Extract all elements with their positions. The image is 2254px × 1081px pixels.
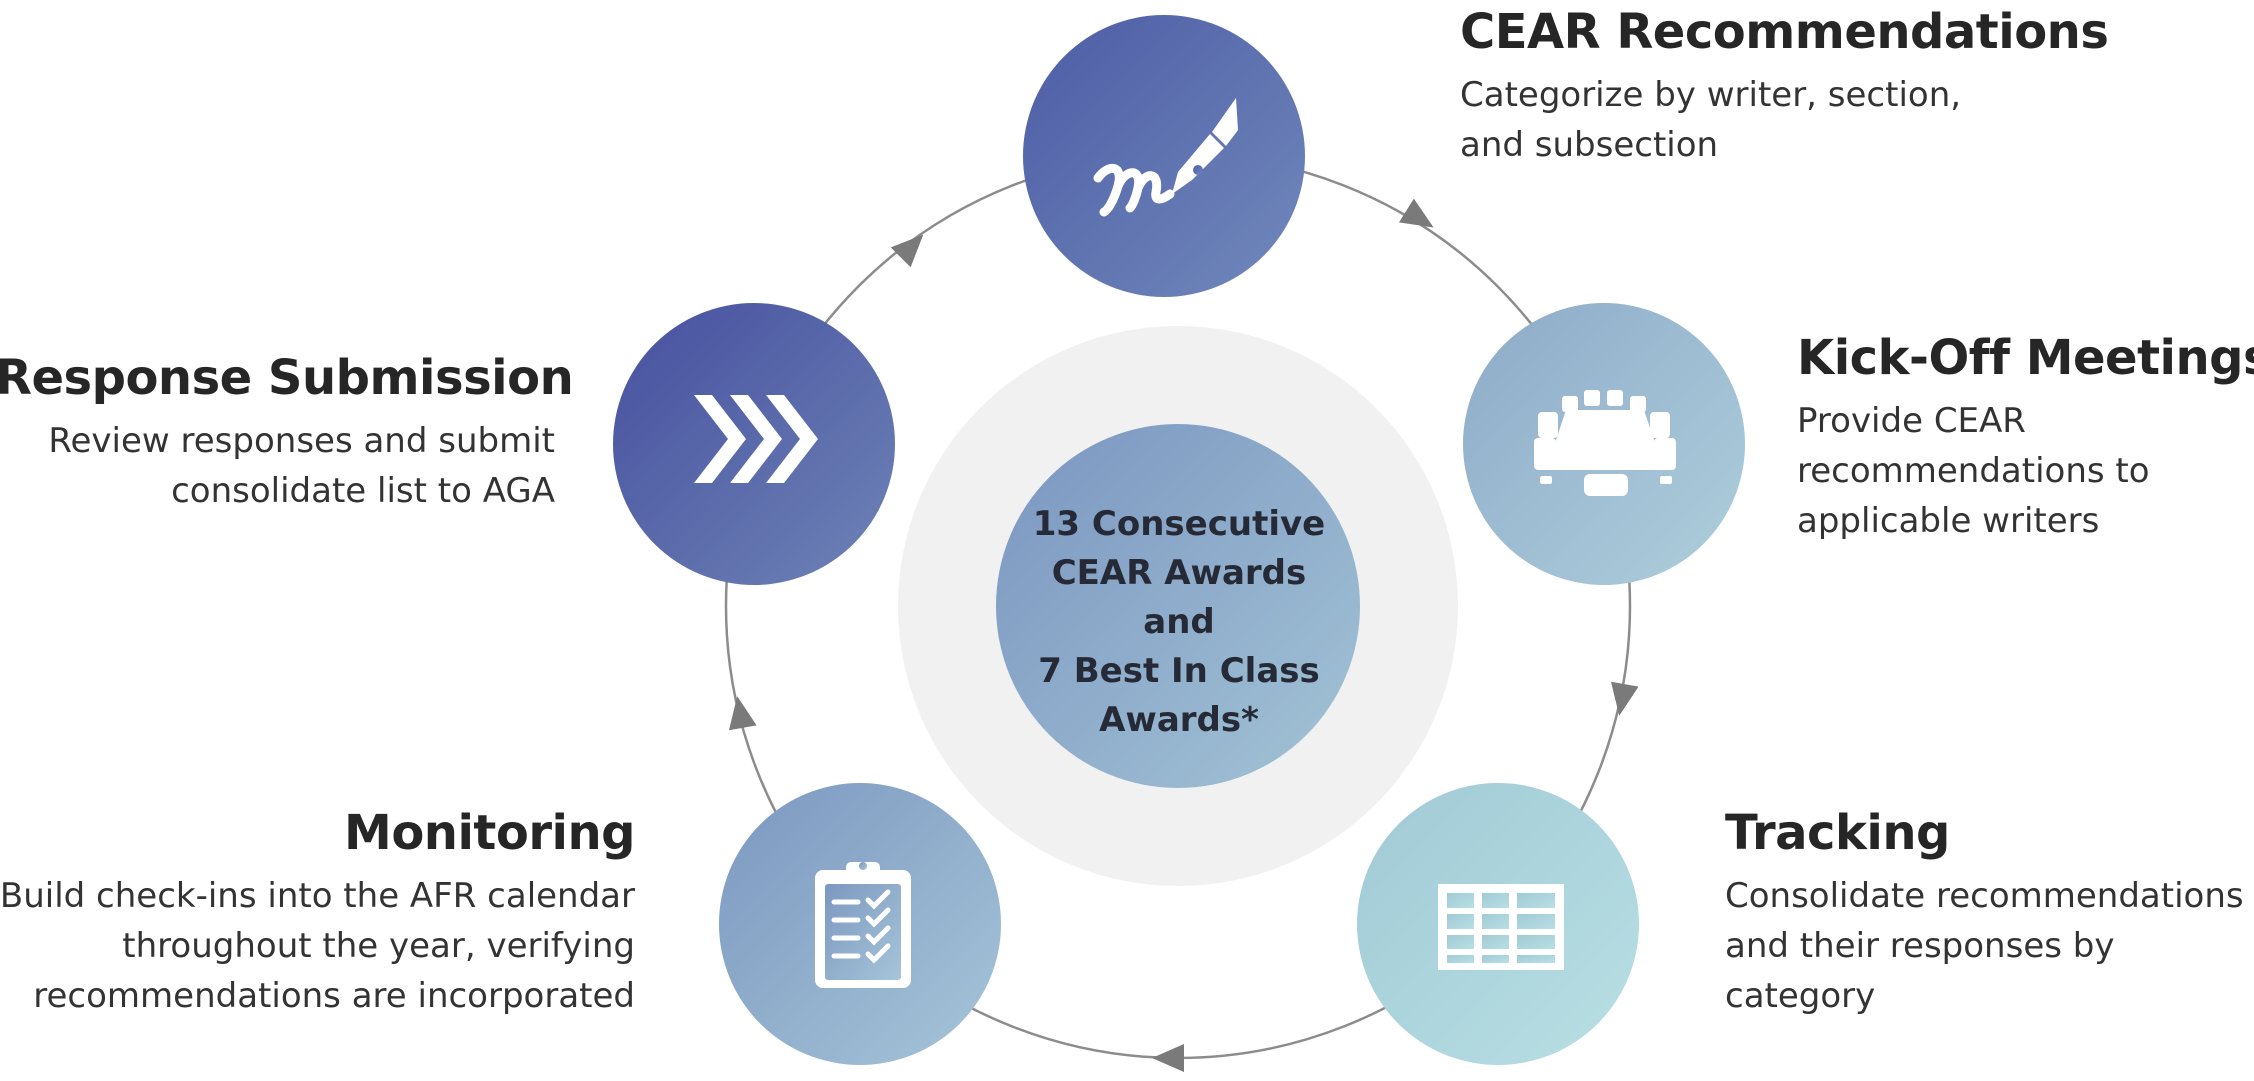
- step-node-monitoring: [719, 783, 1001, 1065]
- cycle-arrow-icon: [890, 234, 924, 268]
- conference-table-icon: [1534, 390, 1676, 496]
- step-title: Tracking: [1725, 805, 1950, 861]
- clipboard-checklist-icon: [815, 862, 911, 988]
- step-description: Build check-ins into the AFR calendar th…: [0, 876, 635, 1016]
- cycle-arrow-icon: [728, 696, 757, 731]
- step-monitoring: Monitoring Build check-ins into the AFR …: [0, 803, 636, 1021]
- step-title: Kick-Off Meetings: [1797, 330, 2254, 386]
- step-title: Monitoring: [344, 805, 635, 861]
- center-circle: [996, 424, 1360, 788]
- step-description: Review responses and submit consolidate …: [48, 421, 555, 511]
- step-description: Provide CEAR recommendations to applicab…: [1797, 401, 2150, 541]
- step-node-cear-recommendations: [1023, 15, 1305, 297]
- cycle-arrow-icon: [1399, 198, 1434, 228]
- step-node-response-submission: [613, 303, 895, 585]
- step-description: Consolidate recommendations and their re…: [1725, 876, 2244, 1016]
- step-node-kick-off-meetings: [1463, 303, 1745, 585]
- fountain-pen-signature-icon: [1093, 98, 1238, 217]
- step-tracking: Tracking Consolidate recommendations and…: [1725, 803, 2244, 1021]
- step-response-submission: Response Submission Review responses and…: [0, 348, 574, 516]
- cycle-arrow-icon: [1152, 1044, 1184, 1072]
- step-node-tracking: [1357, 783, 1639, 1065]
- cycle-arrow-icon: [1610, 681, 1639, 716]
- triple-chevron-right-icon: [694, 395, 818, 483]
- center-award-text: 13 Consecutive CEAR Awards and 7 Best In…: [1032, 504, 1326, 740]
- step-cear-recommendations: CEAR Recommendations Categorize by write…: [1460, 2, 2109, 170]
- step-kick-off-meetings: Kick-Off Meetings Provide CEAR recommend…: [1797, 328, 2254, 546]
- table-grid-icon: [1438, 884, 1564, 970]
- step-title: CEAR Recommendations: [1460, 4, 2109, 60]
- step-title: Response Submission: [0, 350, 574, 406]
- step-description: Categorize by writer, section, and subse…: [1460, 75, 1962, 165]
